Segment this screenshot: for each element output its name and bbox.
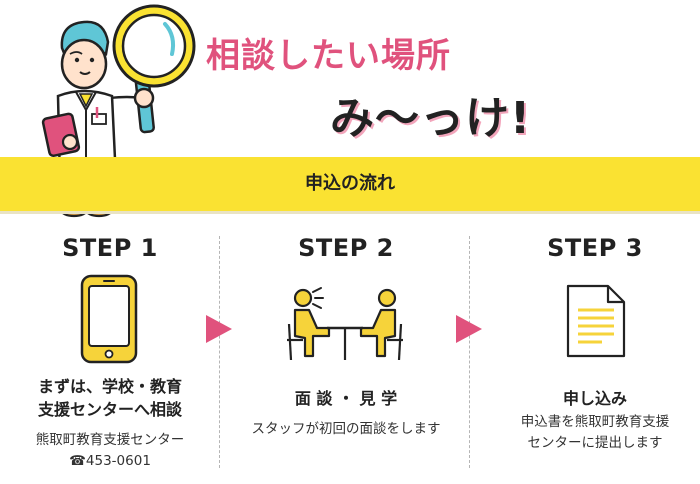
step-1-sub: 熊取町教育支援センター ☎453-0601 (0, 430, 230, 472)
step-1-main: まずは、学校・教育 支援センターへ相談 (0, 375, 220, 421)
step-divider (469, 236, 470, 468)
banner-title: 申込の流れ (305, 173, 395, 194)
smartphone-icon (80, 274, 138, 364)
step-2-main-line: 面 談 ・ 見 学 (294, 389, 398, 408)
step-1-title: STEP 1 (62, 234, 158, 262)
page-title: 相談したい場所 (206, 36, 451, 76)
step-3-main: 申し込み (485, 387, 700, 410)
step-1-sub-line: 熊取町教育支援センター (35, 432, 185, 448)
step-2-main: 面 談 ・ 見 学 (236, 387, 456, 410)
meeting-people-icon (287, 287, 403, 361)
step-2-sub: スタッフが初回の面談をします (226, 419, 466, 440)
catchphrase: み〜っけ! (330, 93, 532, 144)
step-1-main-line: まずは、学校・教育 (37, 377, 182, 396)
document-icon (566, 284, 626, 358)
step-divider (219, 236, 220, 468)
step-2-title: STEP 2 (298, 234, 394, 262)
step-1-phone: ☎453-0601 (69, 453, 151, 469)
step-3-sub-line: センターに提出します (527, 435, 663, 451)
arrow-right-icon (456, 315, 482, 343)
step-3-sub: 申込書を熊取町教育支援 センターに提出します (475, 412, 700, 454)
step-3-main-line: 申し込み (562, 389, 627, 408)
step-3-sub-line: 申込書を熊取町教育支援 (520, 414, 670, 430)
arrow-right-icon (206, 315, 232, 343)
step-1-main-line: 支援センターへ相談 (37, 400, 182, 419)
banner-shadow (0, 211, 700, 214)
banner-background (0, 157, 700, 211)
step-2-sub-line: スタッフが初回の面談をします (251, 421, 441, 437)
step-3-title: STEP 3 (547, 234, 643, 262)
